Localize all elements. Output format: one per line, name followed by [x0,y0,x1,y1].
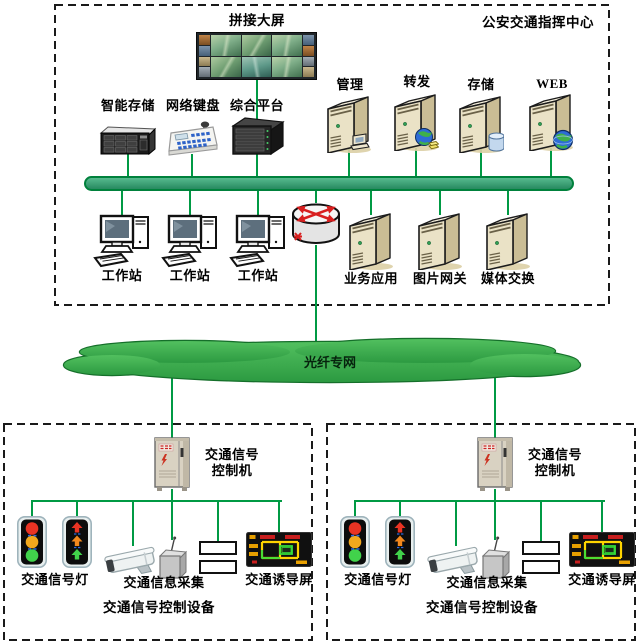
info-collect-label: 交通信息采集 [446,575,528,590]
controller-label-line1: 交通信号 [527,447,582,462]
forward-server-icon [393,93,439,151]
guidance-screen-icon [569,532,635,567]
fiber-network-cloud: 光纤专网 [62,337,582,384]
web-server-icon [528,93,574,151]
workstation-icon [229,214,289,268]
workstation-icon [93,214,153,268]
storage-server-icon [458,95,504,153]
traffic-light-label: 交通信号灯 [344,572,412,587]
guidance-screen-label: 交通诱导屏 [245,572,313,587]
web-server-label: WEB [536,76,568,91]
controller-label-line1: 交通信号 [204,447,259,462]
app-server-label: 媒体交换 [480,271,535,286]
app-server-icon [348,212,394,270]
traffic-light-arrow-icon [385,516,415,568]
app-server-icon [417,212,463,270]
video-wall-screens [211,35,302,77]
platform-label: 综合平台 [229,98,284,113]
network-keyboard-icon [167,121,219,157]
signal-controller-cabinet-icon [473,436,517,493]
fiber-network-label: 光纤专网 [303,355,356,370]
manage-server-label: 管理 [336,77,364,92]
traffic-light-round-icon [340,516,370,568]
platform-chassis-icon [229,116,286,157]
induction-loop-icon [522,541,560,574]
app-server-label: 业务应用 [343,271,398,286]
site-box-label: 交通信号控制设备 [426,600,538,615]
controller-label: 交通信号 控制机 [193,447,271,480]
controller-label-line2: 控制机 [534,463,576,479]
traffic-light-label: 交通信号灯 [21,572,89,587]
workstation-label: 工作站 [101,268,143,283]
video-wall-label: 拼接大屏 [229,13,285,28]
storage-server-label: 存储 [467,77,495,92]
workstation-icon [161,214,221,268]
workstation-label: 工作站 [237,268,279,283]
globe-icon [552,129,574,151]
signal-control-site-left: 交通信号 控制机 交通信号灯 交通信息采集 交通诱导屏 交通信号控制设备 [4,424,312,640]
video-wall-thumbs-right [303,35,314,77]
signal-controller-cabinet-icon [150,436,194,493]
forward-server-label: 转发 [403,74,431,89]
site-box-label: 交通信号控制设备 [103,600,215,615]
database-cylinder-icon [488,132,504,152]
traffic-light-round-icon [17,516,47,568]
controller-label: 交通信号 控制机 [516,447,594,480]
video-wall-thumbs-left [199,35,210,77]
guidance-screen-label: 交通诱导屏 [568,572,636,587]
smart-storage-icon [99,126,157,158]
command-center-title: 公安交通指挥中心 [482,15,594,30]
induction-loop-icon [199,541,237,574]
mini-pc-icon [350,133,370,151]
video-wall-icon [196,32,317,80]
traffic-light-arrow-icon [62,516,92,568]
guidance-screen-icon [246,532,312,567]
manage-server-icon [326,95,372,153]
smart-storage-label: 智能存储 [100,98,155,113]
controller-label-line2: 控制机 [211,463,253,479]
router-icon [289,200,343,248]
signal-control-site-right: 交通信号 控制机 交通信号灯 交通信息采集 交通诱导屏 交通信号控制设备 [327,424,635,640]
info-collect-label: 交通信息采集 [123,575,205,590]
network-keyboard-label: 网络键盘 [165,98,220,113]
workstation-label: 工作站 [169,268,211,283]
lan-bus-bar [84,176,574,191]
app-server-icon [485,212,531,270]
